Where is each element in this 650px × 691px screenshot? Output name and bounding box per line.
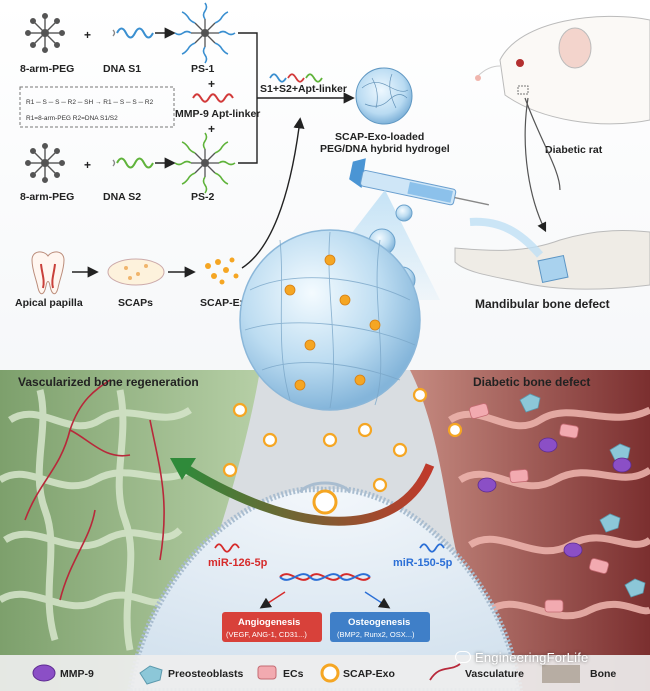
mir150-label: miR-150-5p: [393, 557, 453, 569]
reaction-scheme: R1 ─ S ─ S ─ R2 ─ SH → R1 ─ S ─ S ─ R2: [26, 99, 154, 106]
mir126-label: miR-126-5p: [208, 557, 268, 569]
legend-vasculature: Vasculature: [465, 668, 524, 680]
ec-legend-icon: [257, 665, 277, 680]
legend-bone: Bone: [590, 668, 616, 680]
combine-label: S1+S2+Apt-linker: [260, 83, 347, 95]
dna-s1-label: DNA S1: [103, 63, 141, 75]
reaction-legend: R1=8-arm-PEG R2=DNA S1/S2: [26, 115, 118, 122]
rat-zoom-arrow: [524, 97, 547, 233]
osteogenesis-markers: (BMP2, Runx2, OSX...): [337, 630, 415, 639]
scaps-label: SCAPs: [118, 297, 153, 309]
hydrogel-ball: [355, 67, 413, 125]
left-region-title: Vascularized bone regeneration: [18, 375, 199, 389]
ec-cells-right: [469, 403, 609, 613]
reaction-box: [19, 86, 175, 128]
mir150-icon: [419, 543, 445, 553]
plus-sign-2: +: [208, 77, 215, 91]
syringe-illustration: [349, 158, 490, 206]
dna-helix-icon: [279, 573, 371, 581]
mir126-icon: [214, 543, 240, 553]
vasculature-legend-icon: [429, 663, 461, 681]
mandibular-defect-label: Mandibular bone defect: [475, 297, 610, 311]
mmp9-legend-icon: [32, 664, 56, 682]
ps1-icon: [174, 2, 236, 64]
mmp9-right: [477, 437, 632, 558]
osteogenesis-title: Osteogenesis: [348, 617, 410, 628]
dna-s2-label: DNA S2: [103, 191, 141, 203]
apt-linker-label: MMP-9 Apt-linker: [175, 108, 260, 120]
mandible-illustration: [454, 217, 650, 290]
bone-legend-icon: [542, 665, 580, 683]
dna-s2-icon: [112, 157, 154, 169]
regeneration-arrow: [177, 461, 435, 526]
legend-preosteoblasts: Preosteoblasts: [168, 668, 243, 680]
watermark: EngineeringForLife: [455, 650, 650, 668]
mini-s2-icon: [305, 73, 323, 83]
plus-sign-1: +: [84, 28, 91, 42]
tooth-icon: [31, 251, 65, 295]
dna-s1-icon: [112, 27, 154, 39]
exosome-cluster-icon: [205, 257, 239, 285]
arrow-exo-to-hydrogel: [241, 117, 305, 269]
ps2-label: PS-2: [191, 191, 215, 203]
arrow-to-osteogenesis: [364, 591, 391, 609]
peg-label-bottom: 8-arm-PEG: [20, 191, 74, 203]
legend-mmp9: MMP-9: [60, 668, 94, 680]
apical-papilla-label: Apical papilla: [15, 297, 83, 309]
right-region-title: Diabetic bone defect: [473, 375, 590, 389]
rat-zoom-line-1: [524, 97, 561, 191]
peg-icon-top: [25, 13, 65, 53]
ps2-icon: [174, 132, 236, 194]
legend-scap-exo: SCAP-Exo: [343, 668, 395, 680]
regeneration-arrowhead: [170, 458, 196, 480]
mini-linker-icon: [287, 73, 305, 83]
released-exosomes: [222, 387, 463, 493]
plus-sign-3: +: [208, 122, 215, 136]
scap-exo-label: SCAP-Exo: [200, 297, 252, 309]
hydrogel-label-2: PEG/DNA hybrid hydrogel: [320, 143, 450, 155]
healthy-bone-region: [0, 370, 260, 691]
petri-dish-icon: [107, 258, 165, 286]
wechat-icon: [455, 651, 471, 663]
arrow-to-angiogenesis: [259, 591, 286, 609]
hydrogel-label-1: SCAP-Exo-loaded: [335, 131, 424, 143]
angiogenesis-markers: (VEGF, ANG-1, CD31...): [226, 630, 307, 639]
peg-label-top: 8-arm-PEG: [20, 63, 74, 75]
preosteoblast-legend-icon: [139, 665, 163, 685]
diseased-bone-region: [410, 370, 650, 691]
osteogenesis-box: [330, 612, 430, 642]
ps1-label: PS-1: [191, 63, 215, 75]
hydrogel-sphere-large: [239, 229, 421, 411]
diabetic-rat-label: Diabetic rat: [545, 144, 603, 156]
plus-sign-4: +: [84, 158, 91, 172]
gel-droplet-small-3: [395, 204, 413, 222]
legend-ecs: ECs: [283, 668, 304, 680]
mini-s1-icon: [269, 73, 287, 83]
angiogenesis-title: Angiogenesis: [238, 617, 300, 628]
diabetic-rat-illustration: [475, 15, 650, 125]
angiogenesis-box: [222, 612, 322, 642]
preosteoblasts-right: [519, 393, 646, 598]
peg-icon-bottom: [25, 143, 65, 183]
exo-legend-icon: [320, 663, 340, 683]
apt-linker-icon: [192, 93, 234, 103]
watermark-text: EngineeringForLife: [475, 650, 589, 665]
